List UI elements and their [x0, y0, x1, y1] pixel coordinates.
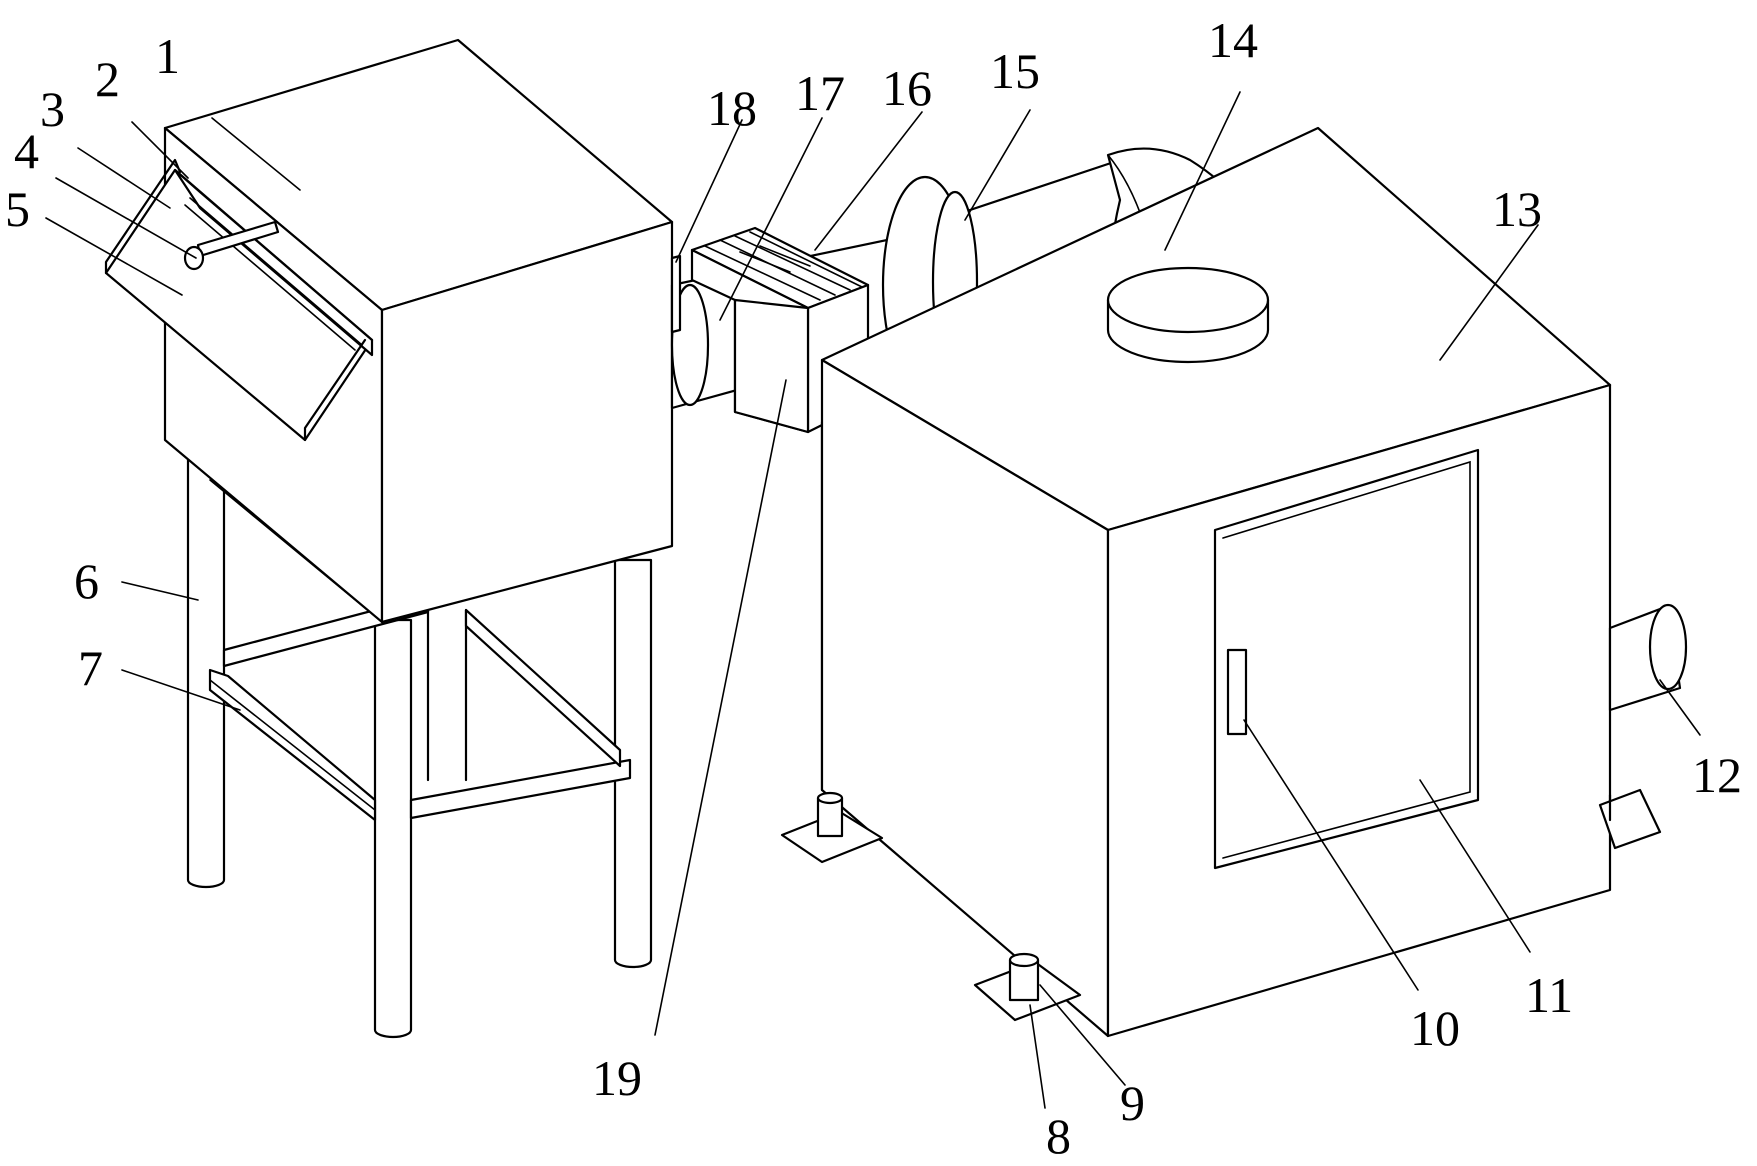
label-7: 7	[78, 640, 103, 696]
label-3: 3	[40, 81, 65, 137]
label-6: 6	[74, 553, 99, 609]
label-8: 8	[1046, 1108, 1071, 1164]
label-18: 18	[707, 80, 757, 136]
label-4: 4	[14, 123, 39, 179]
label-11: 11	[1525, 967, 1573, 1023]
label-2: 2	[95, 51, 120, 107]
access-door	[1213, 448, 1480, 870]
label-12: 12	[1692, 747, 1742, 803]
label-10: 10	[1410, 1000, 1460, 1056]
label-9: 9	[1120, 1075, 1145, 1131]
feed-hopper	[104, 158, 374, 442]
support-frame	[186, 453, 653, 1039]
label-16: 16	[882, 60, 932, 116]
drain-pipe	[1608, 603, 1688, 712]
label-14: 14	[1208, 12, 1258, 68]
label-15: 15	[990, 43, 1040, 99]
leader-lines	[45, 91, 1701, 1109]
mounting-feet	[780, 788, 1662, 1022]
label-1: 1	[155, 28, 180, 84]
reference-numerals: 1 2 3 4 5 6 7 8 9 10 11 12 13 14 15 16 1…	[5, 12, 1742, 1164]
label-13: 13	[1492, 181, 1542, 237]
label-19: 19	[592, 1050, 642, 1106]
label-5: 5	[5, 181, 30, 237]
label-17: 17	[795, 65, 845, 121]
